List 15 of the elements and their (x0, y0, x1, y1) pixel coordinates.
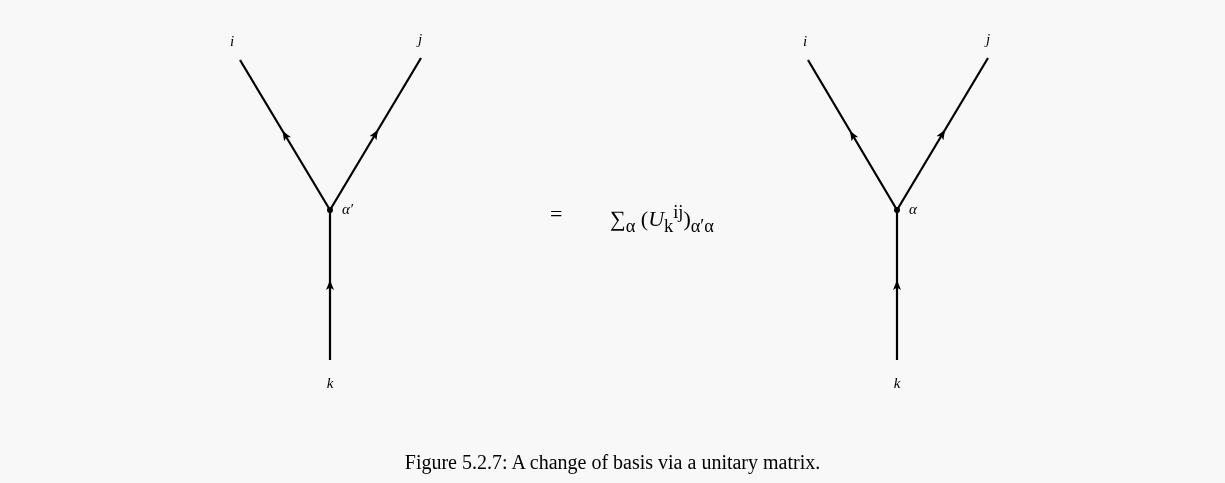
vertex-label: α (909, 200, 917, 218)
caption: Figure 5.2.7: A change of basis via a unitary matrix. (403, 450, 822, 476)
sum-formula: ∑$_{α}$ (U$_{k}$$^{ij}$)$_{α′α}$ (610, 201, 714, 238)
vertex-dot (894, 207, 900, 213)
index-label: i (222, 32, 242, 60)
index-label: j (413, 30, 427, 58)
equals-sign: = (550, 200, 563, 228)
index-label: i (798, 32, 812, 60)
index-label: k (890, 360, 904, 392)
vertex-label: α′ (342, 200, 354, 218)
index-label: j (981, 30, 995, 58)
index-label: k (323, 360, 337, 392)
arrow-line (326, 210, 334, 360)
vertex-dot (327, 207, 333, 213)
arrow-line (893, 210, 901, 360)
